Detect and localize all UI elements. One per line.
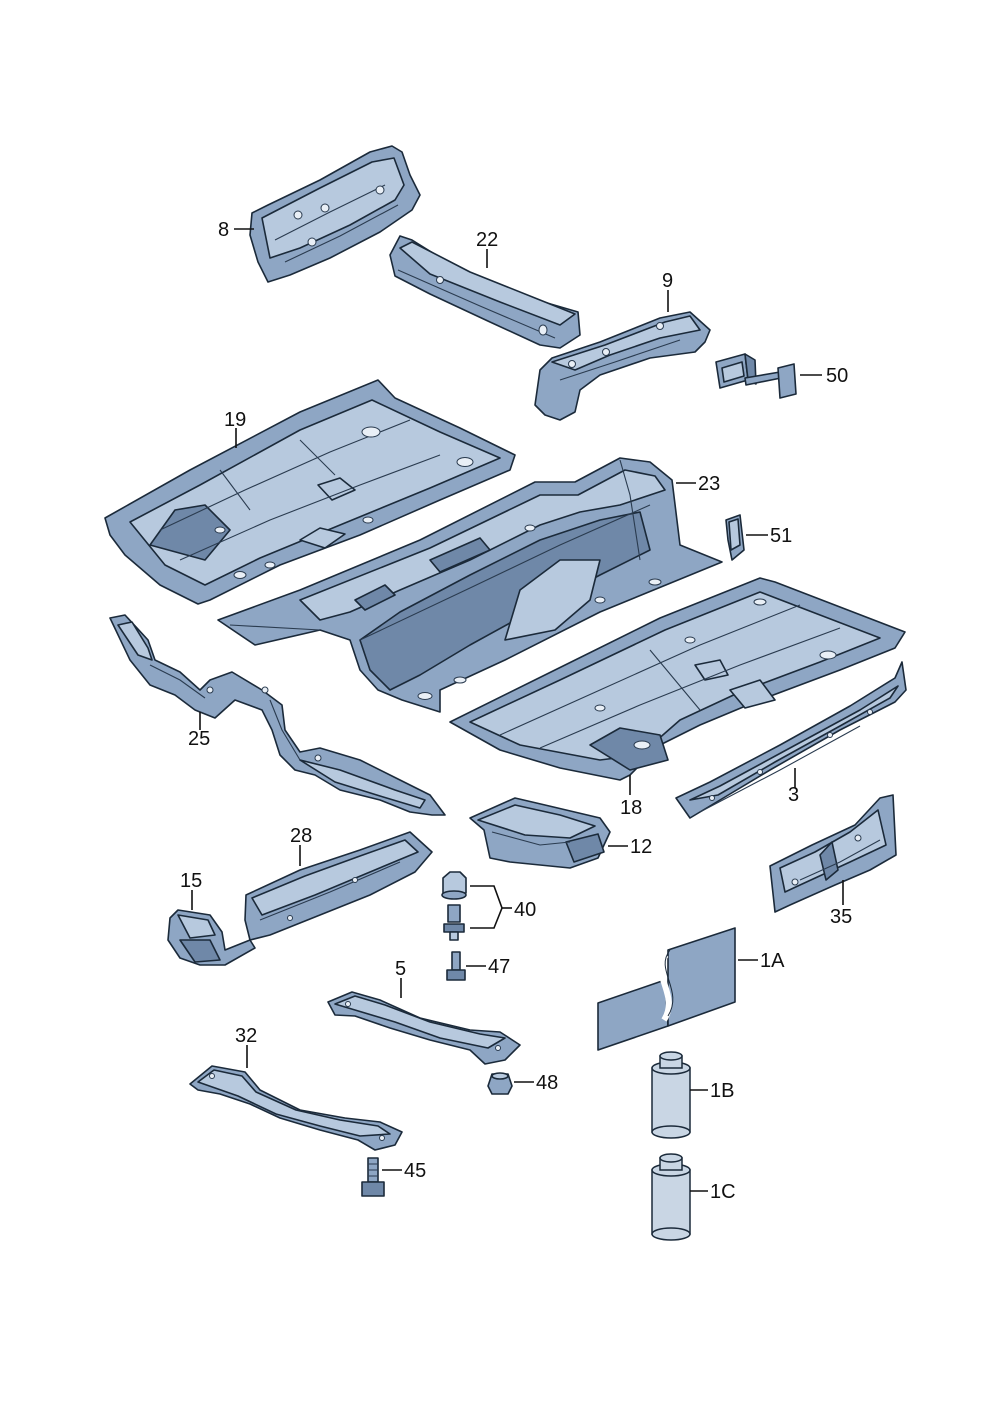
label-12: 12	[630, 836, 652, 858]
part-15-shape	[167, 909, 256, 966]
part-45-shape	[361, 1157, 385, 1197]
part-9-shape	[534, 311, 711, 421]
part-48-shape	[487, 1072, 513, 1095]
label-9: 9	[662, 270, 673, 292]
part-40-shape	[441, 871, 503, 941]
label-28: 28	[290, 825, 312, 847]
label-1B: 1B	[710, 1080, 734, 1102]
part-3-shape	[675, 661, 907, 819]
part-12-shape	[469, 797, 611, 869]
part-25-shape	[109, 614, 446, 816]
label-18: 18	[620, 797, 642, 819]
part-23-shape	[217, 457, 723, 713]
part-19-shape	[104, 379, 516, 605]
label-35: 35	[830, 906, 852, 928]
label-8: 8	[218, 219, 229, 241]
part-1C-shape	[651, 1153, 691, 1241]
part-8-shape	[249, 145, 421, 283]
label-23: 23	[698, 473, 720, 495]
part-18-shape	[449, 577, 906, 781]
label-47: 47	[488, 956, 510, 978]
label-32: 32	[235, 1025, 257, 1047]
part-1B-shape	[651, 1051, 691, 1139]
part-47-shape	[446, 951, 466, 981]
part-35-shape	[769, 794, 897, 913]
label-45: 45	[404, 1160, 426, 1182]
label-1A: 1A	[760, 950, 785, 972]
label-15: 15	[180, 870, 202, 892]
part-50-shape	[715, 353, 797, 399]
part-28-shape	[244, 831, 433, 941]
label-40: 40	[514, 899, 536, 921]
part-22-shape	[389, 235, 581, 349]
part-51-shape	[725, 514, 745, 561]
label-5: 5	[395, 958, 406, 980]
label-48: 48	[536, 1072, 558, 1094]
label-22: 22	[476, 229, 498, 251]
label-50: 50	[826, 365, 848, 387]
label-25: 25	[188, 728, 210, 750]
part-32-shape	[189, 1065, 403, 1151]
part-1A-shape	[597, 927, 736, 1051]
part-5-shape	[327, 991, 521, 1065]
label-51: 51	[770, 525, 792, 547]
label-3: 3	[788, 784, 799, 806]
label-1C: 1C	[710, 1181, 736, 1203]
label-19: 19	[224, 409, 246, 431]
